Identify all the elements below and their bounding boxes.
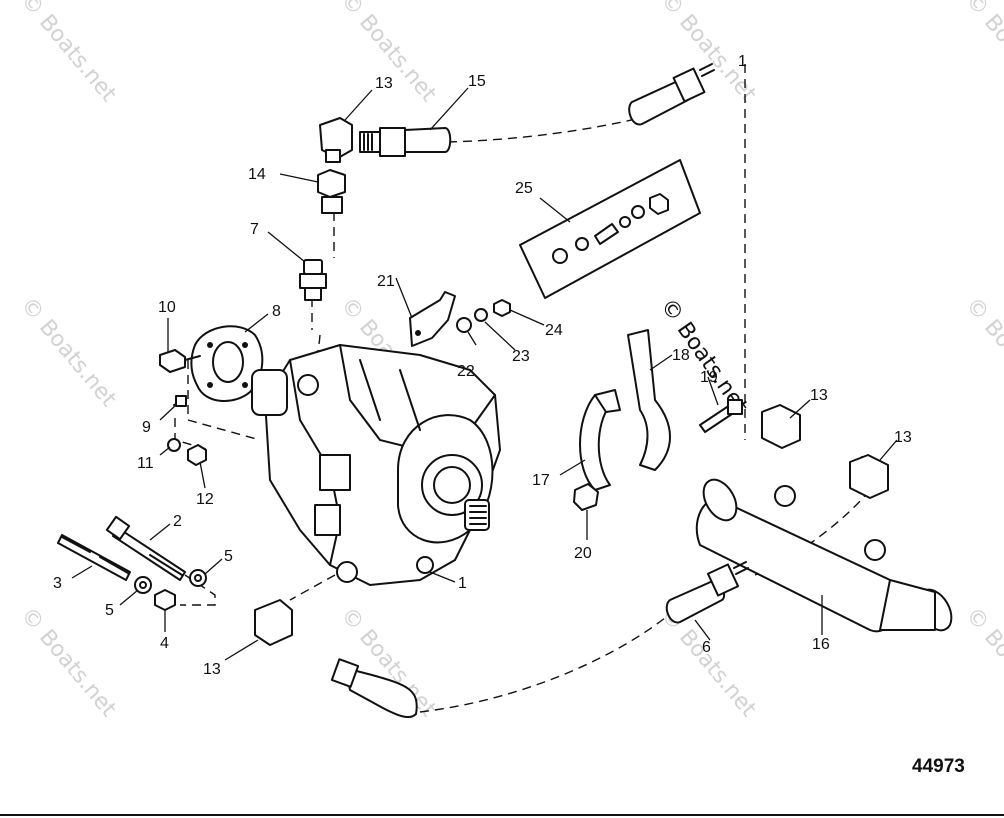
callout-3: 3 bbox=[53, 575, 62, 592]
callout-5-right: 5 bbox=[224, 548, 233, 565]
callout-24: 24 bbox=[545, 322, 563, 339]
callout-17: 17 bbox=[532, 472, 550, 489]
callout-5-left: 5 bbox=[105, 602, 114, 619]
callout-15: 15 bbox=[468, 73, 486, 90]
callout-19: 19 bbox=[700, 369, 718, 386]
callout-20: 20 bbox=[574, 545, 592, 562]
watermark: © Boats.net bbox=[15, 293, 121, 412]
callout-13-bottom: 13 bbox=[203, 661, 221, 678]
callout-25: 25 bbox=[515, 180, 533, 197]
watermark: © Boats.net bbox=[960, 0, 1004, 107]
nuts-washers bbox=[134, 569, 207, 611]
bolt-19 bbox=[699, 399, 743, 433]
small-hardware-left bbox=[159, 349, 207, 466]
bottom-border bbox=[0, 814, 1004, 816]
callout-14: 14 bbox=[248, 166, 266, 183]
callout-13-far-right: 13 bbox=[894, 429, 912, 446]
callout-4: 4 bbox=[160, 635, 169, 652]
bracket-21 bbox=[409, 291, 511, 347]
callout-11: 11 bbox=[137, 455, 154, 472]
fitting-bottom-left bbox=[254, 599, 418, 719]
bolts bbox=[57, 515, 186, 581]
fittings-right bbox=[761, 404, 889, 499]
watermark: © Boats.net bbox=[15, 0, 121, 107]
callout-18: 18 bbox=[672, 347, 690, 364]
callout-21: 21 bbox=[377, 273, 395, 290]
callout-2: 2 bbox=[173, 513, 182, 530]
callout-7: 7 bbox=[250, 221, 259, 238]
flange bbox=[190, 325, 288, 416]
hose-fitting-top-right bbox=[628, 63, 715, 126]
callout-13-top: 13 bbox=[375, 75, 393, 92]
callout-22: 22 bbox=[457, 363, 475, 380]
sender-6 bbox=[665, 561, 749, 624]
callout-23: 23 bbox=[512, 348, 530, 365]
callout-9: 9 bbox=[142, 419, 151, 436]
callout-12: 12 bbox=[196, 491, 214, 508]
fittings-top bbox=[317, 117, 452, 214]
transmission-housing bbox=[264, 344, 501, 586]
kit-25 bbox=[519, 159, 701, 299]
watermark: © Boats.net bbox=[15, 603, 121, 722]
callout-labels: 1 1 2 3 4 5 5 6 7 8 9 10 11 12 13 13 13 … bbox=[53, 53, 912, 678]
diagram-reference-number: 44973 bbox=[912, 756, 965, 777]
watermark: © Boats.net bbox=[960, 293, 1004, 412]
switch bbox=[299, 259, 327, 301]
callout-13-right: 13 bbox=[810, 387, 828, 404]
callout-1: 1 bbox=[458, 575, 467, 592]
callout-8: 8 bbox=[272, 303, 281, 320]
oil-cooler bbox=[695, 478, 953, 633]
callout-16: 16 bbox=[812, 636, 830, 653]
clamps bbox=[573, 329, 671, 511]
leader-lines bbox=[71, 87, 898, 661]
callout-10: 10 bbox=[158, 299, 176, 316]
callout-1-top: 1 bbox=[738, 53, 747, 70]
callout-6: 6 bbox=[702, 639, 711, 656]
watermark: © Boats.net bbox=[960, 603, 1004, 722]
